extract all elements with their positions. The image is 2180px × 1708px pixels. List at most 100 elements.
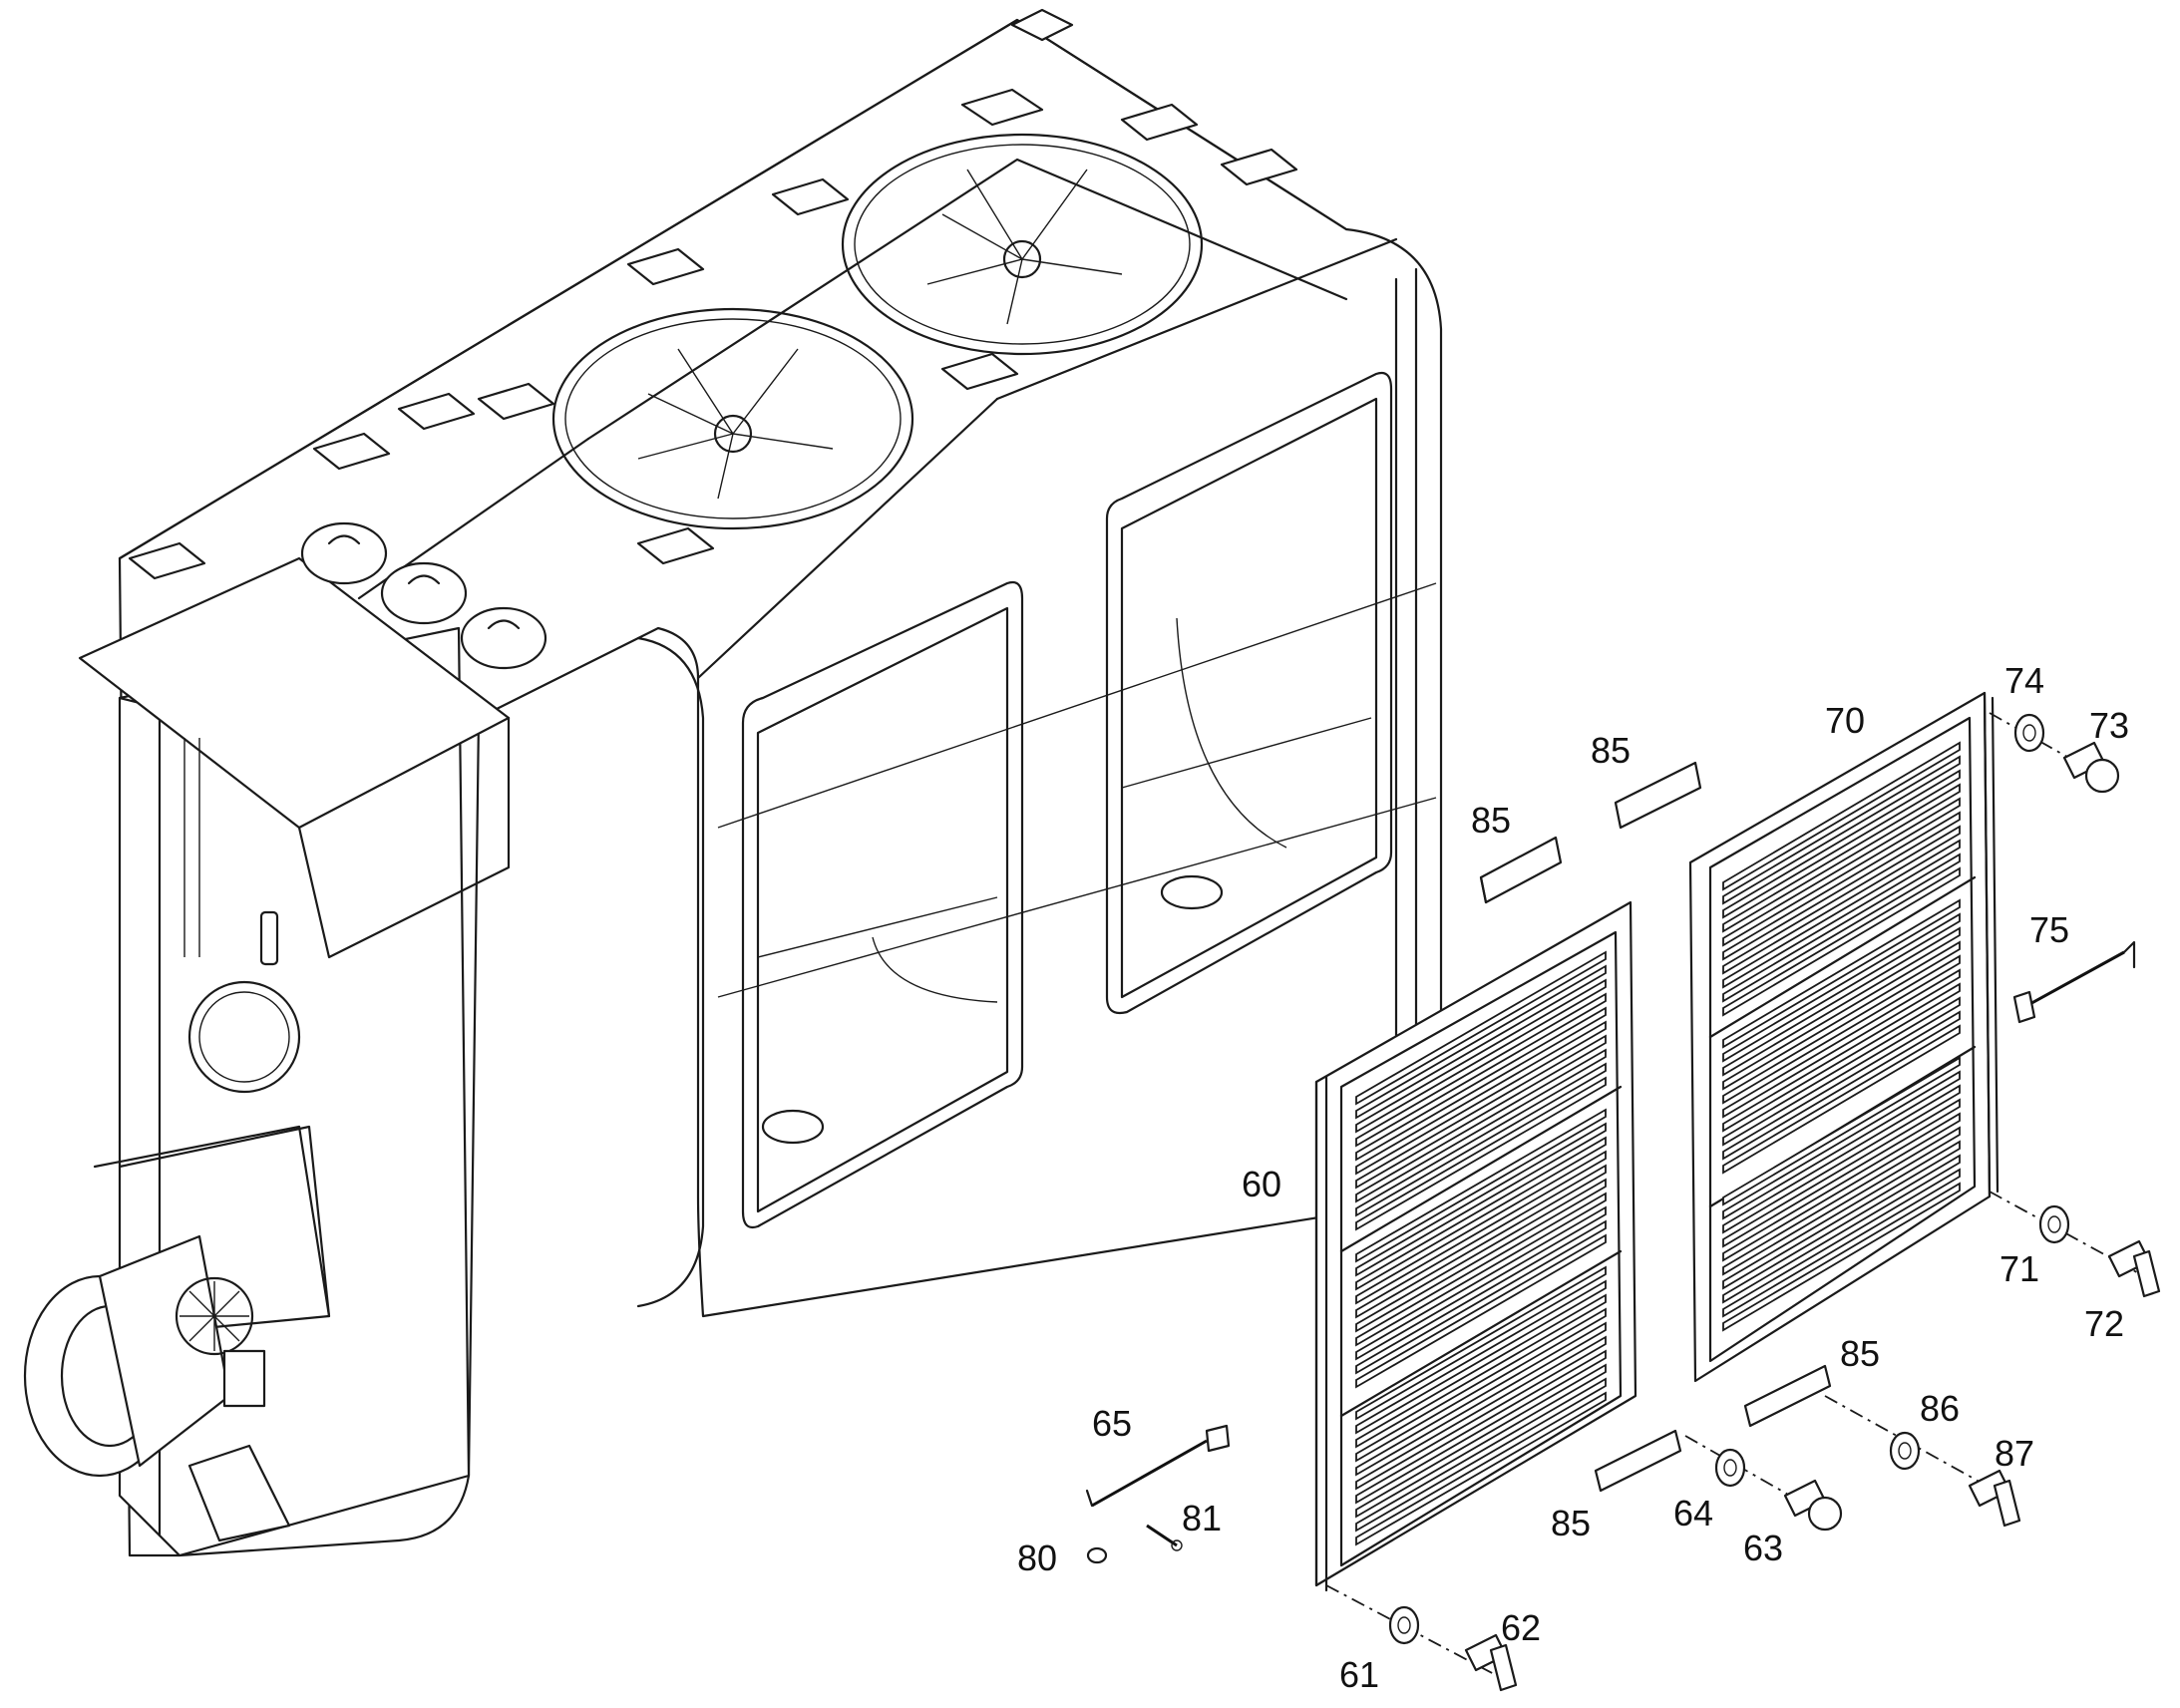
callout-labels: 60 61 62 63 64 65 70 71 72 73 74 75 80 8… (1017, 660, 2129, 1695)
callout-85-d: 85 (1840, 1333, 1880, 1374)
louvre-slot (1722, 853, 1961, 1003)
louvre-slot (1355, 1335, 1607, 1491)
louvre-slot (1722, 1024, 1961, 1175)
louvre-slot (1355, 1219, 1607, 1375)
louvre-slot (1722, 783, 1961, 933)
louvre-slot (1355, 1349, 1607, 1505)
callout-75: 75 (2029, 909, 2069, 950)
louvre-slot (1722, 968, 1961, 1119)
louvre-slot (1722, 741, 1961, 891)
louvre-slot (1722, 866, 1961, 1017)
callout-71: 71 (1999, 1248, 2039, 1289)
callout-85-a: 85 (1471, 800, 1511, 841)
louvre-slot (1722, 1168, 1961, 1318)
louvre-slot (1355, 1279, 1607, 1435)
louvre-slot (1355, 1034, 1607, 1190)
louvre-slot (1722, 1154, 1961, 1304)
louvre-slot (1355, 1164, 1607, 1319)
bracket-85-bottom-left (1594, 1429, 1682, 1493)
louvre-slot (1722, 1010, 1961, 1161)
louvre-slot (1722, 1084, 1961, 1234)
louvre-slot (1355, 1293, 1607, 1449)
louvre-slot (1722, 811, 1961, 961)
louvre-slot (1355, 1048, 1607, 1203)
grille-panel-70 (1688, 691, 1999, 1383)
louvre-slot (1355, 978, 1607, 1134)
callout-64: 64 (1673, 1493, 1713, 1534)
louvre-slot (1722, 755, 1961, 905)
louvre-slot (1722, 1056, 1961, 1206)
washer-bolt-71-72 (1989, 1191, 2161, 1298)
louvre-slot (1355, 1108, 1607, 1263)
fan-left (551, 307, 914, 530)
louvre-slot (1722, 996, 1961, 1147)
louvre-slot (1722, 1098, 1961, 1248)
louvre-slot (1355, 1363, 1607, 1519)
fan-right (841, 133, 1204, 356)
window-opening-right (1105, 371, 1393, 1015)
nut-80 (1086, 1546, 1108, 1564)
louvre-slot (1355, 1391, 1607, 1546)
rod-75 (2012, 940, 2136, 1024)
louvre-slot (1722, 839, 1961, 989)
callout-60: 60 (1242, 1164, 1281, 1204)
louvre-slot (1355, 964, 1607, 1120)
louvre-slot (1355, 1020, 1607, 1176)
louvre-slot (1722, 1140, 1961, 1290)
top-lifting-lugs (128, 8, 1298, 580)
louvre-slot (1722, 912, 1961, 1063)
louvre-slot (1722, 940, 1961, 1091)
pin-81 (1146, 1524, 1183, 1551)
louvre-slot (1722, 797, 1961, 947)
louvre-slot (1722, 825, 1961, 975)
louvre-slot (1355, 1192, 1607, 1347)
callout-61: 61 (1339, 1654, 1379, 1695)
callout-81: 81 (1182, 1498, 1222, 1538)
louvre-slot (1355, 992, 1607, 1148)
cabinet-housing (78, 18, 1443, 1557)
louvre-slot (1722, 898, 1961, 1049)
louvre-slot (1722, 954, 1961, 1105)
louvre-slot (1722, 1182, 1961, 1332)
washer-bolt-73-74 (1989, 712, 2120, 794)
louvre-slot (1355, 1150, 1607, 1305)
bracket-85-top-left (1479, 836, 1563, 904)
louvre-slot (1355, 1006, 1607, 1162)
callout-72: 72 (2084, 1303, 2124, 1344)
filter-caps (300, 521, 547, 670)
callout-62: 62 (1501, 1607, 1541, 1648)
louvre-slot (1355, 1062, 1607, 1217)
louvre-slot (1722, 926, 1961, 1077)
callout-87: 87 (1995, 1433, 2034, 1474)
louvre-slot (1355, 1307, 1607, 1463)
callout-73: 73 (2089, 705, 2129, 746)
louvre-slot (1355, 1178, 1607, 1333)
louvre-slot (1355, 1321, 1607, 1477)
callout-74: 74 (2004, 660, 2044, 701)
louvre-slot (1355, 1265, 1607, 1421)
valve-flange-assembly (23, 1234, 266, 1478)
washer-bolt-86-87 (1824, 1395, 2021, 1528)
callout-70: 70 (1825, 700, 1865, 741)
louvre-slot (1722, 1126, 1961, 1276)
louvre-slot (1355, 1122, 1607, 1277)
bracket-85-top-right (1614, 761, 1702, 830)
louvre-slot (1355, 1136, 1607, 1291)
callout-85-c: 85 (1551, 1503, 1591, 1543)
louvre-slot (1722, 982, 1961, 1133)
louvre-slot (1355, 1233, 1607, 1389)
callout-85-b: 85 (1591, 730, 1631, 771)
louvre-slot (1355, 1205, 1607, 1361)
callout-86: 86 (1920, 1388, 1960, 1429)
callout-65: 65 (1092, 1403, 1132, 1444)
rod-65 (1085, 1424, 1231, 1508)
window-opening-left (741, 580, 1024, 1229)
louvre-slot (1355, 1076, 1607, 1231)
louvre-slot (1355, 1377, 1607, 1533)
callout-63: 63 (1743, 1528, 1783, 1568)
louvre-slot (1722, 1112, 1961, 1262)
callout-80: 80 (1017, 1537, 1057, 1578)
louvre-slot (1355, 950, 1607, 1106)
washer-bolt-61-62 (1325, 1584, 1518, 1692)
